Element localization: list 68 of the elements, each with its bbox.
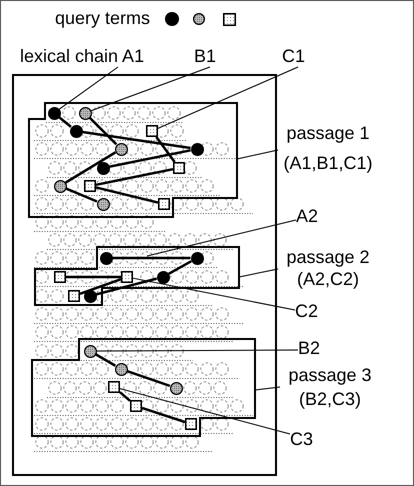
chain-label: C3	[290, 428, 316, 450]
dotted-square-marker	[108, 381, 120, 393]
chain-link	[96, 277, 158, 296]
shaded-circle-marker	[114, 142, 128, 156]
chain-link	[142, 406, 186, 424]
dotted-square-marker	[121, 271, 133, 283]
leader-line	[120, 388, 290, 434]
chain-link	[66, 276, 121, 278]
leader-line	[254, 386, 280, 390]
passage-outline	[34, 246, 240, 306]
shaded-circle-marker	[78, 106, 92, 120]
chain-link	[95, 353, 116, 367]
dotted-square-marker	[84, 180, 96, 192]
chain-link	[109, 149, 191, 168]
leader-line	[236, 150, 278, 160]
chain-label: B1	[194, 45, 220, 67]
dotted-square-marker	[146, 125, 158, 137]
shaded-circle-marker	[54, 180, 66, 192]
passage-label: passage 2 (A2,C2)	[278, 246, 378, 290]
leader-line	[90, 66, 210, 112]
chain-link	[96, 186, 158, 204]
shaded-circle-marker	[96, 198, 110, 210]
chain-link	[112, 256, 190, 260]
chain-link	[96, 168, 174, 186]
filled-circle-marker	[190, 142, 204, 156]
chain-label: C2	[295, 300, 321, 322]
dotted-square-marker	[185, 418, 197, 430]
shaded-circle-marker	[170, 382, 182, 394]
filled-circle-marker	[70, 124, 82, 138]
chain-link	[66, 187, 98, 203]
chain-label: A2	[296, 205, 322, 227]
leader-line	[58, 66, 118, 110]
chain-label: lexical chain A1	[20, 45, 162, 67]
chain-link	[88, 116, 118, 146]
chain-link	[58, 116, 72, 128]
chain-link	[126, 370, 170, 388]
document-page	[12, 74, 277, 476]
leader-line	[158, 66, 298, 129]
shaded-circle-marker	[114, 362, 128, 376]
chain-link	[64, 151, 116, 184]
chain-link	[168, 260, 192, 275]
chain-label: B2	[298, 337, 324, 359]
dotted-square-marker	[173, 162, 185, 174]
filled-circle-marker	[100, 252, 112, 264]
chain-link	[82, 130, 191, 150]
filled-circle-marker	[190, 252, 204, 264]
passage-outline	[31, 338, 256, 437]
filled-circle-marker	[48, 106, 60, 120]
leader-line	[146, 220, 296, 256]
dotted-square-marker	[130, 400, 142, 412]
dotted-square-marker	[158, 198, 170, 210]
filled-circle-marker	[156, 270, 170, 284]
leader-line	[132, 278, 296, 310]
passage-label: passage 3 (B2,C3)	[280, 363, 380, 411]
chain-link	[80, 278, 122, 296]
filled-circle-marker	[84, 290, 96, 302]
leader-line	[238, 268, 278, 278]
shaded-circle-marker	[84, 344, 96, 358]
filled-circle-marker	[96, 162, 110, 174]
dotted-square-marker	[68, 290, 80, 302]
leader-line	[96, 350, 298, 352]
chain-label: C1	[282, 45, 308, 67]
passage-label: passage 1 (A1,B1,C1)	[278, 118, 378, 178]
legend-label: query terms	[55, 7, 150, 29]
chain-link	[119, 391, 131, 402]
dotted-square-marker	[54, 271, 66, 283]
chain-link	[155, 136, 176, 163]
passage-outline	[28, 102, 238, 218]
